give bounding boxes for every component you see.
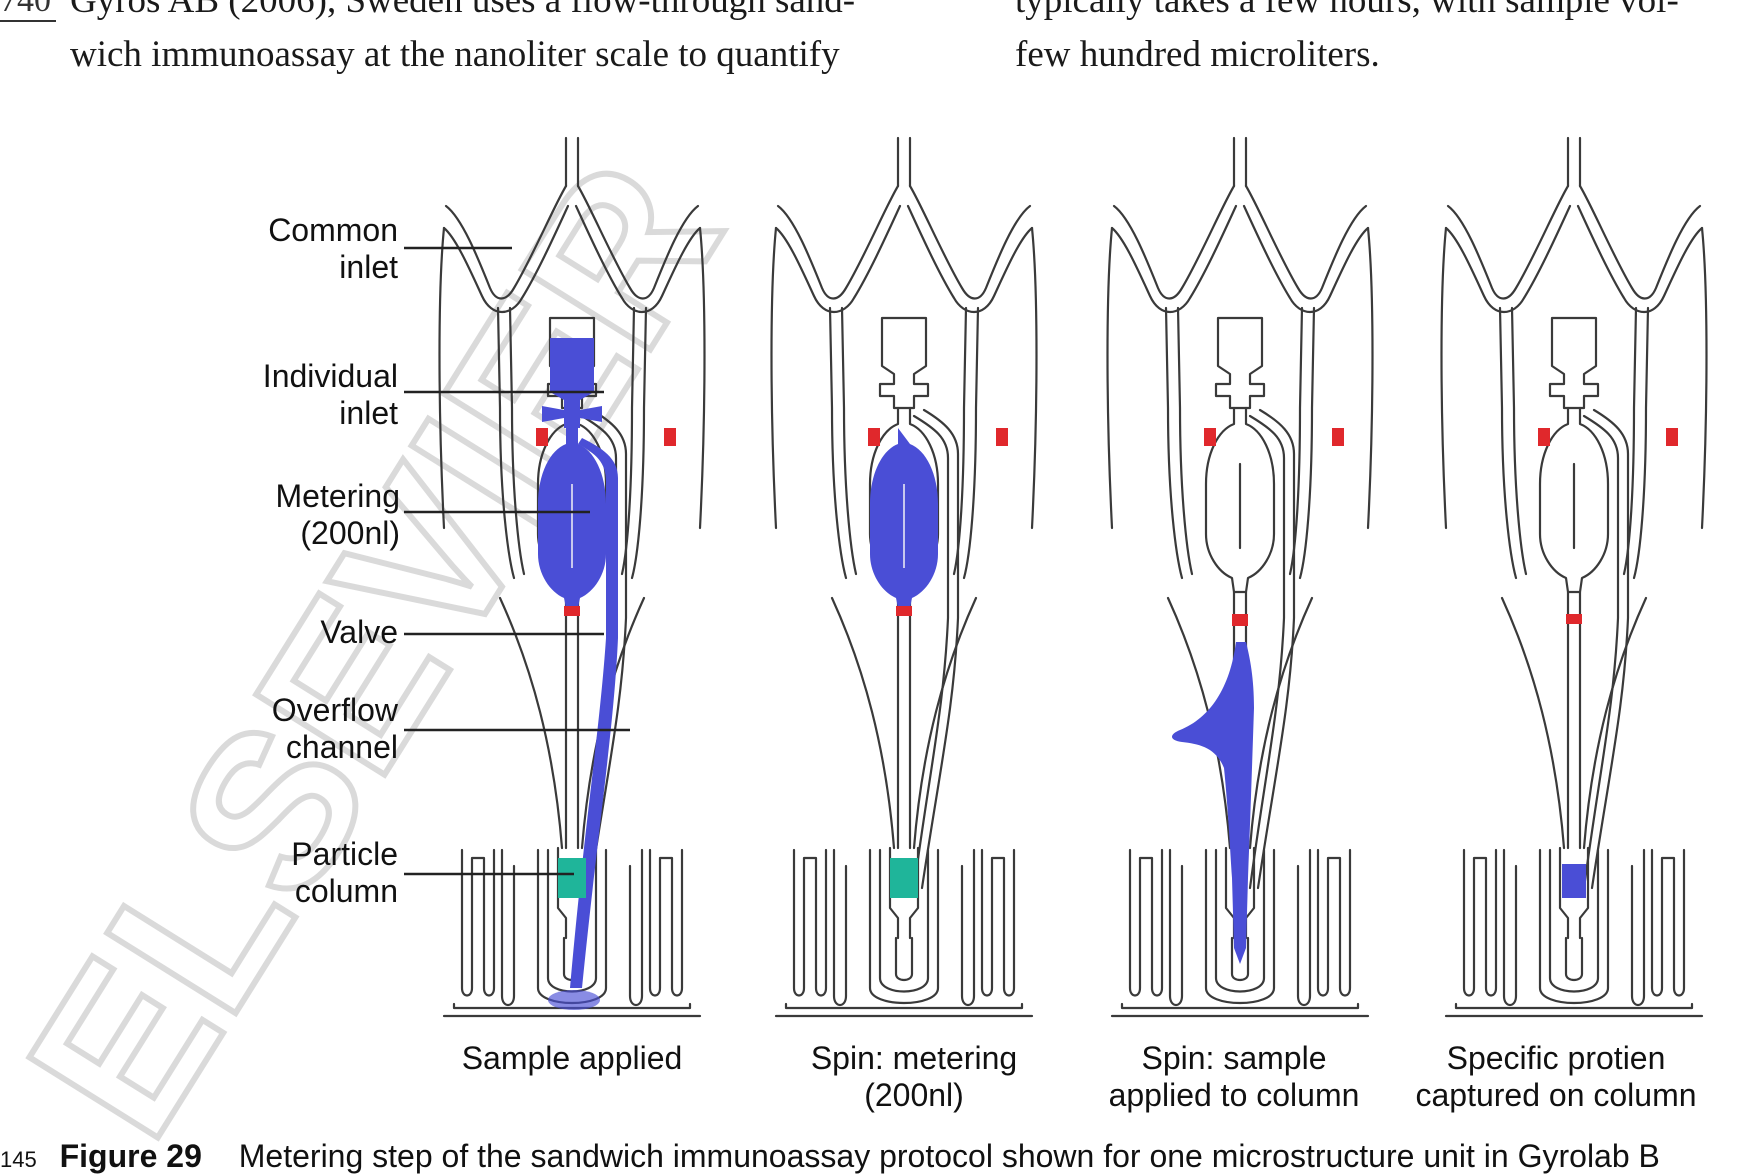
left-text-line-2: wich immunoassay at the nanoliter scale …: [70, 34, 840, 75]
valve-red-2: [896, 606, 912, 616]
leader-lines: [404, 246, 630, 876]
valve-red-1: [564, 606, 580, 616]
valve-red-3: [1232, 614, 1248, 626]
caption-title: Figure 29: [59, 1138, 202, 1174]
left-text-column: Gyros AB (2006), Sweden uses a flow-thro…: [70, 0, 950, 82]
line-number-rule: [0, 20, 56, 22]
panel-caption-1: Sample applied: [461, 1040, 683, 1076]
label-common-inlet: Common inlet: [268, 212, 398, 285]
valve-red-4: [1566, 614, 1582, 624]
panel-caption-2: Spin: metering (200nl): [810, 1040, 1018, 1113]
line-number: 740: [0, 0, 51, 19]
label-overflow-channel: Overflow channel: [271, 692, 398, 765]
label-individual-inlet: Individual inlet: [262, 358, 398, 431]
label-valve: Valve: [320, 614, 398, 650]
figure-caption: 145 Figure 29 Metering step of the sandw…: [0, 1138, 1660, 1175]
sample-flow-to-column: [1172, 642, 1254, 964]
panel-4-fill: [1562, 614, 1586, 898]
particle-column-teal: [558, 858, 586, 898]
side-valves: [536, 428, 1678, 446]
overflow-blob: [548, 990, 600, 1010]
panel-2-fill: [870, 428, 938, 898]
panel-3-fill: [1172, 614, 1254, 964]
label-particle-column: Particle column: [291, 836, 398, 909]
caption-line-number: 145: [0, 1147, 37, 1172]
right-text-line-1: typically takes a few hours, with sample…: [1015, 0, 1679, 21]
left-text-line-1: Gyros AB (2006), Sweden uses a flow-thro…: [70, 0, 856, 21]
individual-inlet-sample: [542, 338, 602, 428]
panel-caption-3: Spin: sample applied to column: [1108, 1040, 1360, 1113]
panel-caption-4: Specific protien captured on column: [1415, 1040, 1697, 1113]
overflow-channel-sample: [570, 438, 618, 988]
right-text-line-2: few hundred microliters.: [1015, 34, 1380, 75]
right-text-column: typically takes a few hours, with sample…: [1015, 0, 1738, 82]
caption-text: Metering step of the sandwich immunoassa…: [238, 1138, 1660, 1174]
label-metering: Metering (200nl): [275, 478, 401, 551]
panel-1-fill: [538, 338, 618, 1010]
particle-column-captured: [1562, 864, 1586, 898]
particle-column-teal: [890, 858, 918, 898]
